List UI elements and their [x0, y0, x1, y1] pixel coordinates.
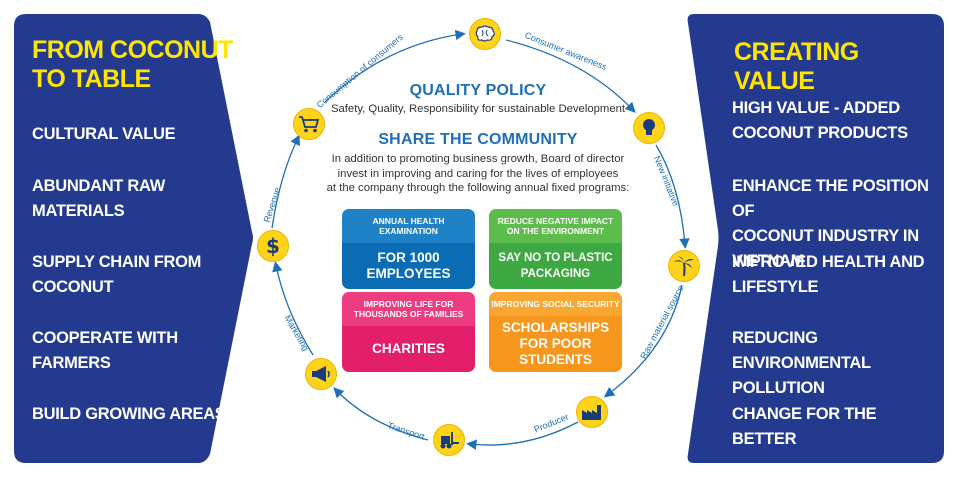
right-item-high-value: HIGH VALUE - ADDED COCONUT PRODUCTS	[732, 99, 908, 142]
program-charities: IMPROVING LIFE FOR THOUSANDS OF FAMILIES…	[342, 292, 475, 372]
community-title: SHARE THE COMMUNITY	[378, 131, 578, 148]
palm-tree-icon	[668, 250, 700, 282]
program-environment: REDUCE NEGATIVE IMPACT ON THE ENVIRONMEN…	[489, 209, 622, 289]
program-environment-bottom: SAY NO TO PLASTIC PACKAGING	[489, 243, 622, 289]
left-item-cultural-value: CULTURAL VALUE	[32, 125, 176, 143]
right-item-health-lifestyle: IMPROVED HEALTH AND LIFESTYLE	[732, 253, 925, 296]
arrow-revenue	[271, 134, 300, 229]
right-item-coconut-industry: ENHANCE THE POSITION OF COCONUT INDUSTRY…	[732, 177, 929, 270]
dollar-icon: $	[257, 230, 289, 262]
program-health: ANNUAL HEALTH EXAMINATION FOR 1000 EMPLO…	[342, 209, 475, 289]
left-panel-title: FROM COCONUT TO TABLE	[32, 36, 233, 93]
community-text: In addition to promoting business growth…	[326, 153, 630, 194]
program-environment-top: REDUCE NEGATIVE IMPACT ON THE ENVIRONMEN…	[489, 209, 622, 243]
right-panel: CREATING VALUE HIGH VALUE - ADDED COCONU…	[682, 14, 944, 463]
right-item-environmental: REDUCING ENVIRONMENTAL POLLUTION	[732, 329, 871, 397]
left-item-supply-chain: SUPPLY CHAIN FROM COCONUT	[32, 253, 202, 296]
cart-icon	[293, 108, 325, 140]
right-panel-shape	[687, 14, 944, 463]
arrow-raw-material	[603, 284, 683, 398]
program-scholarships-bottom: SCHOLARSHIPS FOR POOR STUDENTS	[489, 316, 622, 372]
brain-icon	[469, 18, 501, 50]
lightbulb-icon	[633, 112, 665, 144]
megaphone-icon	[305, 358, 337, 390]
program-health-bottom: FOR 1000 EMPLOYEES	[342, 243, 475, 289]
program-charities-bottom: CHARITIES	[342, 326, 475, 372]
right-panel-title: CREATING VALUE	[734, 38, 859, 95]
left-item-growing-areas: BUILD GROWING AREAS	[32, 405, 226, 423]
arrow-initiative	[655, 144, 690, 249]
arrow-marketing	[272, 261, 314, 356]
arrow-producer	[466, 421, 579, 450]
left-panel-shape	[14, 14, 253, 463]
factory-icon	[576, 396, 608, 428]
program-health-top: ANNUAL HEALTH EXAMINATION	[342, 209, 475, 243]
left-panel: FROM COCONUT TO TABLE CULTURAL VALUE ABU…	[14, 14, 254, 463]
program-scholarships-top: IMPROVING SOCIAL SECURITY	[489, 292, 622, 316]
arrow-transport	[333, 387, 429, 441]
arrow-consumption	[324, 29, 466, 103]
right-item-change-better: CHANGE FOR THE BETTER	[732, 405, 877, 448]
forklift-icon	[433, 424, 465, 456]
left-item-raw-materials: ABUNDANT RAW MATERIALS	[32, 177, 165, 220]
program-scholarships: IMPROVING SOCIAL SECURITY SCHOLARSHIPS F…	[489, 292, 622, 372]
quality-policy-text: Safety, Quality, Responsibility for sust…	[330, 103, 626, 115]
left-item-cooperate-farmers: COOPERATE WITH FARMERS	[32, 329, 178, 372]
arrow-awareness	[505, 39, 636, 113]
program-charities-top: IMPROVING LIFE FOR THOUSANDS OF FAMILIES	[342, 292, 475, 326]
quality-policy-title: QUALITY POLICY	[409, 82, 547, 99]
